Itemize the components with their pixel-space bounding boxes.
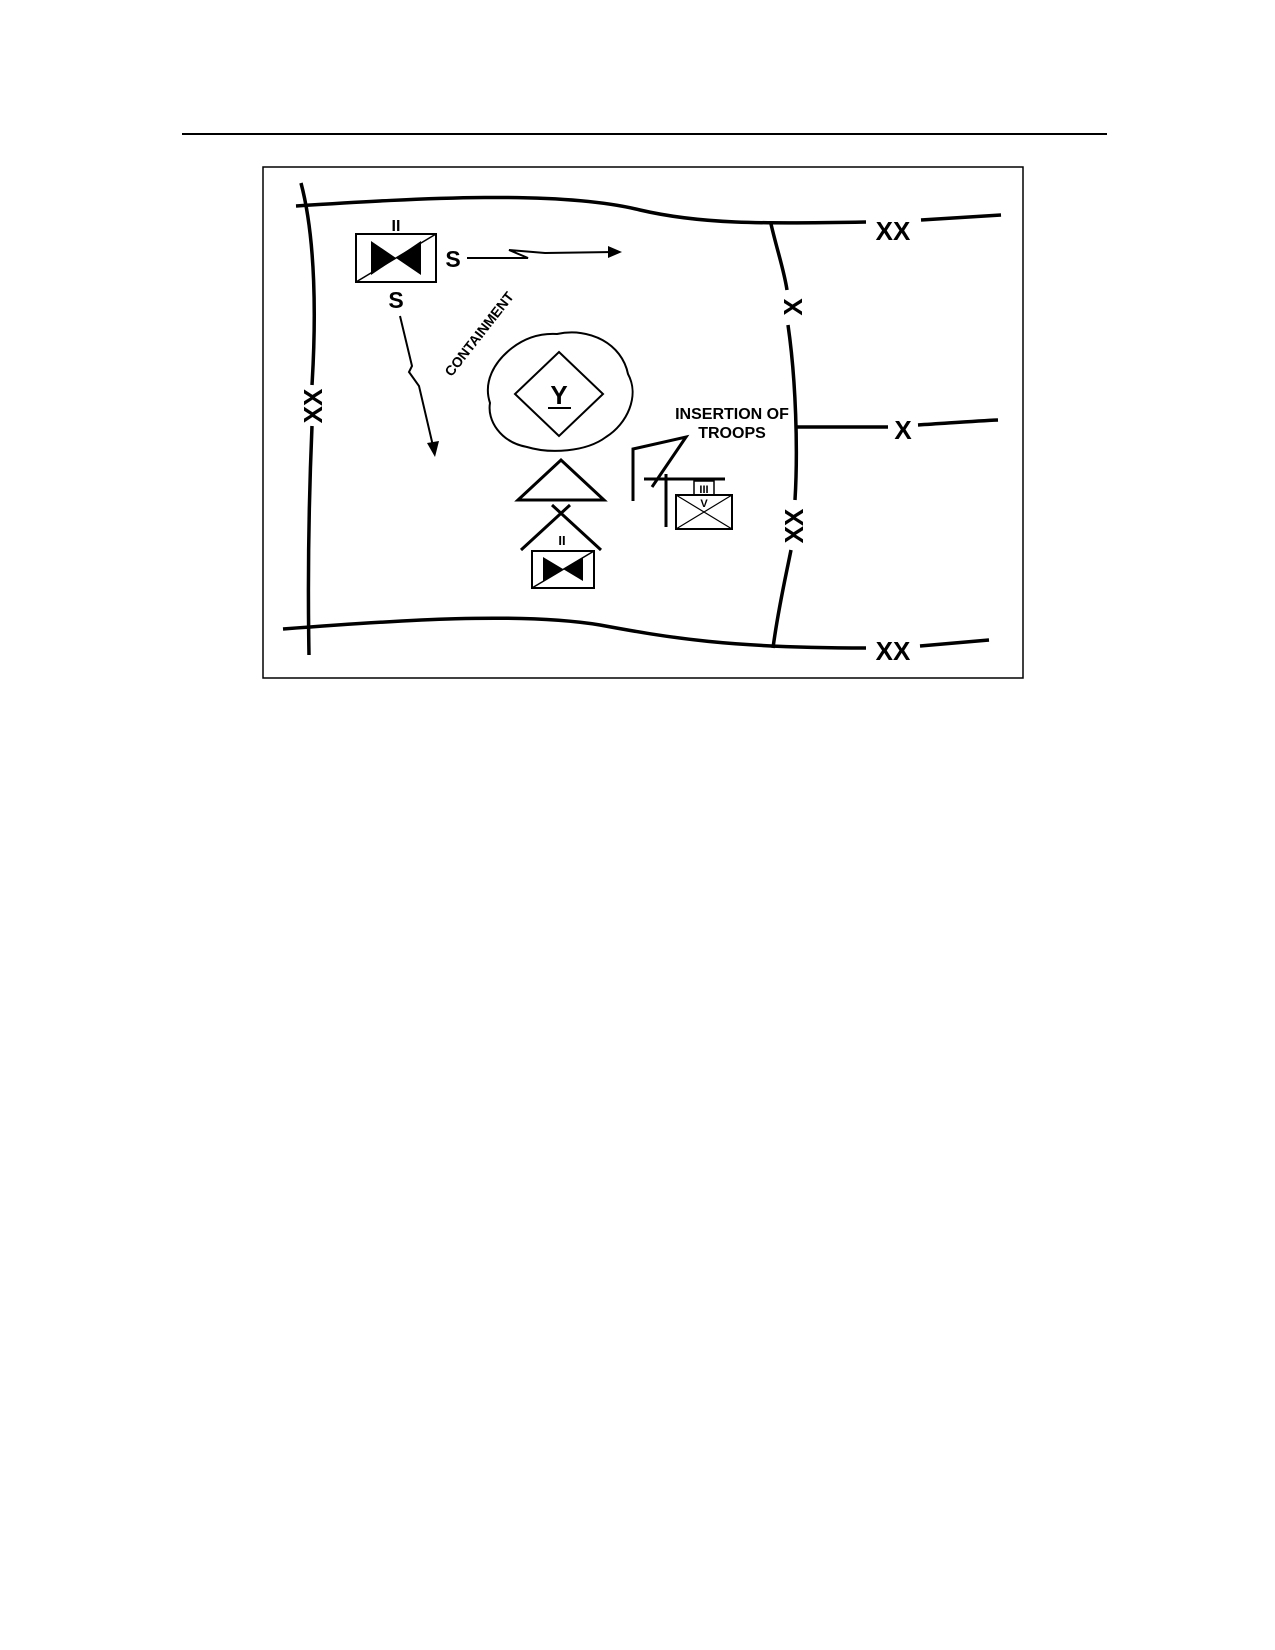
division-label-right: XX [779,508,809,543]
division-label-top: XX [876,216,911,246]
right-division-boundary-lower [771,549,793,649]
division-label-left: XX [298,388,328,423]
insertion-label-line1: INSERTION OF [675,406,789,423]
attack-arrow [514,457,608,552]
assault-battalion-unit: II [531,533,595,589]
assault-battalion-diagonal [531,550,595,589]
infantry-regiment-echelon: III [699,484,708,496]
airborne-battalion-unit: II [355,218,437,283]
objective-diamond [513,350,605,438]
bottom-division-boundary-tail [919,638,990,648]
left-division-boundary-lower [306,425,314,656]
assault-battalion-echelon: II [558,533,565,548]
top-division-boundary [295,195,867,225]
figure-frame [262,166,1024,679]
brigade-boundary-tail [917,418,999,427]
brigade-label-right-vertical: X [778,298,808,316]
infantry-regiment-unit: III V [675,480,733,530]
infantry-regiment-modifier: V [700,498,708,510]
attack-arrow-head [514,457,608,502]
containment-label: CONTAINMENT [441,288,517,379]
infantry-cross-icon [675,494,733,530]
insertion-flag [631,434,690,501]
objective-outline [486,331,634,452]
screen-symbol-south: S [388,287,403,313]
airborne-battalion-echelon: II [392,218,401,235]
boundary-lines [282,182,1002,656]
objective-area: Y [486,331,634,452]
brigade-label-horizontal: X [894,415,912,445]
objective-symbol: Y [550,380,567,410]
top-division-boundary-tail [920,213,1002,222]
insertion-staff [644,474,725,527]
left-division-boundary [299,182,317,386]
screen-arrow-south [399,315,439,457]
bottom-division-boundary [282,616,867,650]
bowtie-icon [371,241,421,275]
bowtie-icon [543,557,583,581]
screen-arrow-east [467,246,622,259]
insertion-symbol [631,434,725,527]
right-division-boundary-mid [786,324,799,501]
arrowhead-icon [427,441,439,457]
division-label-bottom: XX [876,636,911,666]
right-division-boundary-upper [769,223,789,291]
screen-symbol-east: S [445,246,460,272]
attack-arrow-legs [519,503,603,552]
arrowhead-icon [608,246,622,258]
insertion-label-line2: TROOPS [698,425,766,442]
